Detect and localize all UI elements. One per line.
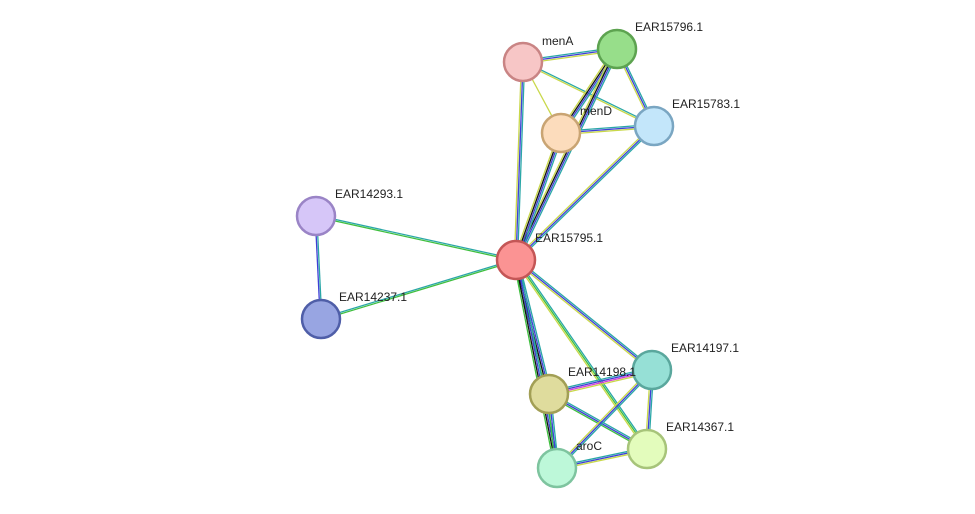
labels-layer: menA EAR15796.1 menD EAR15783.1EAR14293.1EA…	[335, 20, 740, 453]
edge-line	[514, 260, 652, 372]
edge-line	[515, 259, 653, 371]
node-label-menA: menA	[542, 34, 573, 48]
node-label-EAR14198.1: EAR14198.1	[568, 365, 636, 379]
edge-line	[315, 216, 516, 262]
node-menD[interactable]	[540, 112, 582, 154]
node-EAR14367.1[interactable]	[626, 428, 668, 470]
node-menA[interactable]	[502, 41, 544, 83]
edge-line	[321, 260, 517, 321]
edge-EAR15783.1-EAR15795.1[interactable]	[514, 124, 656, 262]
node-EAR14237.1[interactable]	[300, 298, 342, 340]
node-label-EAR15796.1: EAR15796.1	[635, 20, 703, 34]
edge-EAR15795.1-EAR14197.1[interactable]	[514, 258, 654, 372]
edge-line	[514, 260, 647, 451]
edge-line	[515, 259, 648, 450]
edge-line	[516, 62, 526, 261]
edge-line	[517, 49, 620, 262]
edge-line	[517, 133, 564, 262]
edge-line	[516, 258, 654, 370]
edge-EAR14237.1-EAR15795.1[interactable]	[320, 258, 517, 321]
node-EAR15783.1[interactable]	[633, 105, 675, 147]
edge-line	[516, 126, 656, 262]
nodes-layer	[295, 28, 675, 489]
edge-EAR15796.1-EAR15795.1[interactable]	[513, 47, 620, 262]
node-label-EAR14293.1: EAR14293.1	[335, 187, 403, 201]
edge-EAR15795.1-aroC[interactable]	[513, 259, 560, 469]
edge-line	[514, 48, 617, 260]
node-label-EAR15783.1: EAR15783.1	[672, 97, 740, 111]
node-label-EAR14367.1: EAR14367.1	[666, 420, 734, 434]
edge-line	[514, 124, 654, 260]
edge-line	[516, 133, 563, 261]
edge-line	[555, 368, 652, 468]
edge-line	[517, 259, 560, 468]
edge-line	[513, 131, 560, 260]
edge-menA-EAR15795.1[interactable]	[513, 61, 526, 261]
edge-line	[514, 132, 561, 260]
node-EAR14293.1[interactable]	[295, 195, 337, 237]
edge-line	[516, 258, 649, 449]
node-aroC[interactable]	[536, 447, 578, 489]
edge-EAR14293.1-EAR15795.1[interactable]	[315, 214, 517, 262]
edge-line	[517, 259, 552, 394]
node-label-menD: menD	[580, 104, 612, 118]
edge-line	[513, 47, 616, 260]
node-label-EAR15795.1: EAR15795.1	[535, 231, 603, 245]
edge-line	[556, 369, 653, 469]
edge-EAR15795.1-EAR14367.1[interactable]	[514, 258, 649, 451]
node-EAR15796.1[interactable]	[596, 28, 638, 70]
edge-line	[515, 61, 524, 261]
edge-line	[513, 260, 556, 469]
edge-line	[515, 125, 655, 261]
node-label-aroC: aroC	[576, 439, 602, 453]
edge-menD-EAR15795.1[interactable]	[513, 131, 564, 262]
node-label-EAR14237.1: EAR14237.1	[339, 290, 407, 304]
edge-line	[320, 258, 516, 319]
node-label-EAR14197.1: EAR14197.1	[671, 341, 739, 355]
edge-line	[516, 259, 559, 468]
node-EAR15795.1[interactable]	[495, 239, 537, 281]
edge-line	[513, 61, 523, 260]
edge-line	[557, 370, 654, 470]
edge-line	[316, 214, 517, 260]
edge-EAR14197.1-aroC[interactable]	[555, 368, 654, 470]
node-EAR14198.1[interactable]	[528, 373, 570, 415]
node-EAR14197.1[interactable]	[631, 349, 673, 391]
edge-line	[516, 49, 619, 261]
edge-line	[514, 260, 557, 469]
